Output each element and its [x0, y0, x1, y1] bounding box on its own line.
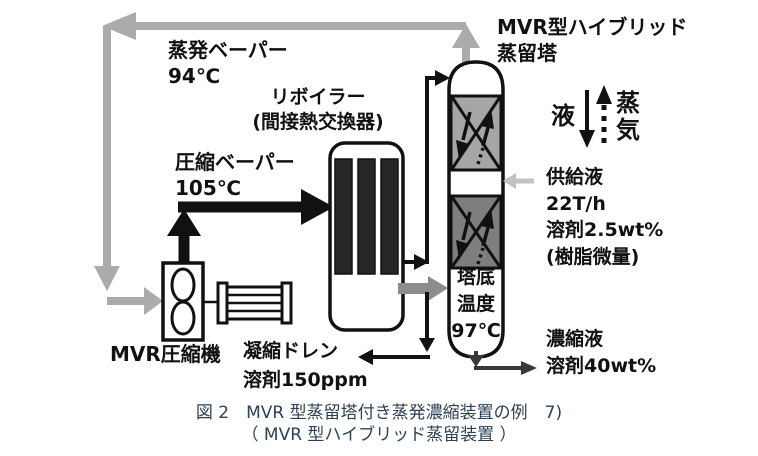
feed-label: 供給液 22T/h 溶剤2.5wt% (樹脂微量) [546, 166, 664, 268]
legend-liquid-label: 液 [551, 102, 575, 130]
up-arrowhead-icon [167, 209, 201, 236]
reboiler-to-column-vapor-line [403, 70, 450, 270]
compressor-symbol [161, 261, 219, 342]
motor-symbol [216, 281, 293, 325]
vapor-up-arrowhead-icon [481, 108, 494, 129]
right-arrowhead-icon [301, 189, 334, 225]
up-arrowhead-icon [596, 85, 612, 104]
packing-section-top [449, 94, 503, 172]
down-arrowhead-icon [468, 355, 484, 367]
condensate-drain-arrow [358, 292, 435, 365]
feed-arrow [503, 173, 534, 189]
right-arrowhead-icon [144, 287, 163, 315]
figure-caption: 図 2 MVR 型蒸留塔付き蒸発濃縮装置の例 7) （ MVR 型ハイブリッド蒸… [195, 403, 563, 446]
bottom-temperature-label: 塔底 温度 97℃ [451, 266, 501, 342]
right-arrowhead-icon [435, 70, 450, 86]
evaporated-vapor-label: 蒸発ベーパー 94℃ [168, 38, 288, 89]
legend-liquid-arrow [579, 90, 595, 148]
right-arrowhead-icon [414, 254, 429, 270]
compressor-label: MVR圧縮機 [110, 342, 221, 366]
reboiler-vessel [328, 141, 405, 332]
compressed-vapor-arrow [167, 189, 334, 262]
liquid-down-arrowhead-icon [456, 140, 469, 160]
column-title-label: MVR型ハイブリッド 蒸留塔 [497, 15, 688, 66]
down-arrowhead-icon [94, 266, 120, 291]
right-arrowhead-icon [428, 276, 448, 301]
fan-blades-icon [170, 267, 196, 336]
down-arrowhead-icon [579, 130, 595, 148]
right-arrowhead-icon [521, 361, 537, 375]
left-arrowhead-icon [102, 12, 136, 40]
packing-section-bottom [449, 194, 503, 270]
vapor-up-arrowhead-icon [481, 208, 494, 229]
reboiler-to-column-gray-arrow [398, 276, 448, 301]
concentrate-outlet-arrow [468, 351, 537, 375]
up-arrowhead-icon [452, 24, 480, 48]
compressed-vapor-label: 圧縮ベーパー 105℃ [175, 150, 295, 201]
liquid-down-arrowhead-icon [456, 240, 469, 260]
reboiler-label: リボイラー (間接熱交換器) [252, 86, 384, 134]
left-arrowhead-icon [358, 349, 373, 365]
left-arrowhead-icon [503, 173, 516, 189]
distillation-column-vessel [447, 60, 505, 359]
vapor-recycle-line [94, 12, 480, 315]
down-arrowhead-icon [419, 338, 435, 352]
condensate-drain-label: 凝縮ドレン 溶剤150ppm [243, 340, 368, 391]
legend-vapor-arrow [596, 85, 612, 143]
reboiler-tubes [334, 158, 399, 275]
concentrate-label: 濃縮液 溶剤40wt% [546, 328, 657, 377]
legend-vapor-label: 蒸気 [616, 89, 640, 144]
